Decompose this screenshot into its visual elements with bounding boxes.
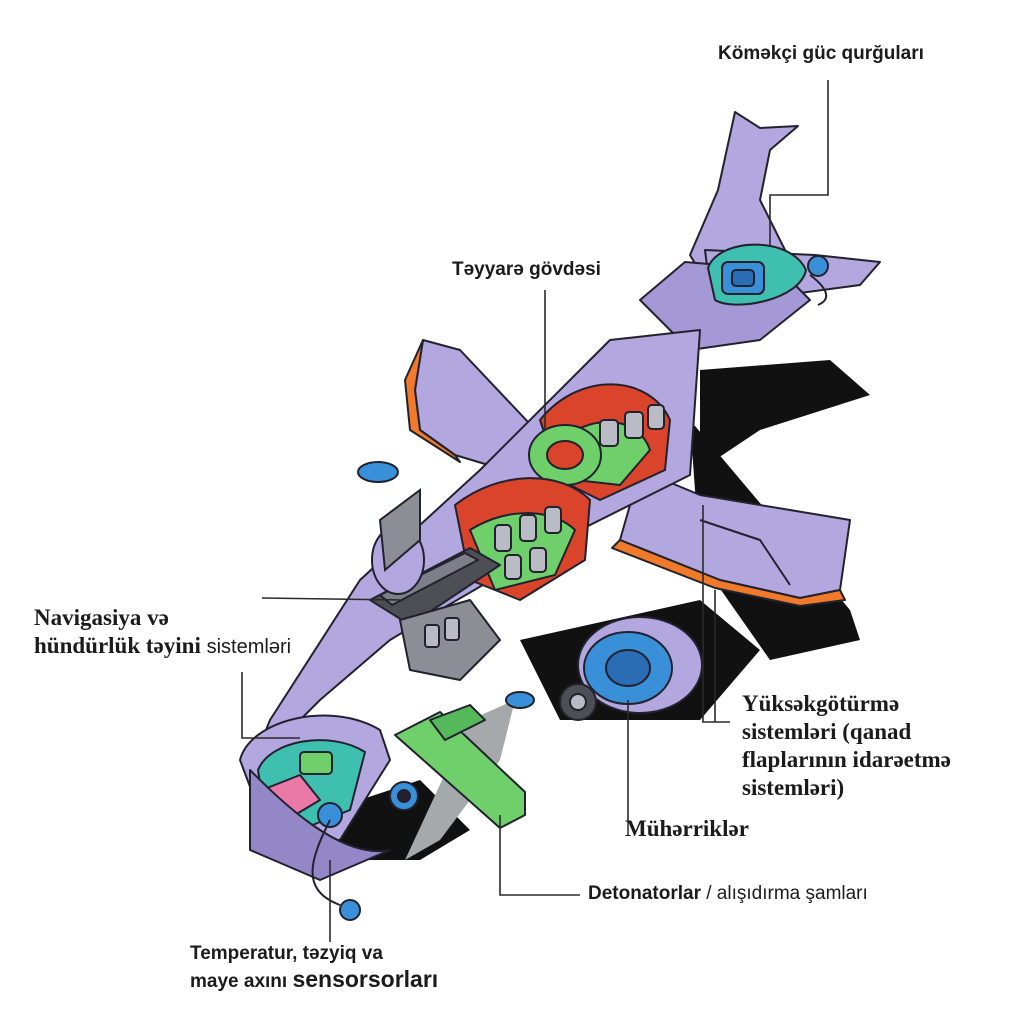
label-lift-line3: flaplarının idarəetmə — [742, 747, 951, 773]
leader-lift — [702, 505, 730, 723]
label-navigation: Navigasiya və hündürlük təyini sistemlər… — [34, 604, 291, 660]
label-detonators-b: / alışıdırma şamları — [706, 883, 868, 904]
label-detonators: Detonatorlar / alışıdırma şamları — [588, 882, 868, 905]
label-sensors: Temperatur, təzyiq va maye axını sensors… — [190, 942, 438, 993]
label-fuselage: Təyyarə gövdəsi — [452, 259, 601, 280]
label-navigation-line1: Navigasiya və — [34, 605, 169, 630]
label-navigation-line2-b: sistemləri — [206, 636, 292, 659]
leader-navigation-2 — [241, 672, 300, 739]
leader-detonators — [499, 815, 580, 896]
label-navigation-line2: hündürlük təyini sistemləri — [34, 632, 291, 660]
label-sensors-line2: maye axını sensorsorları — [190, 965, 438, 993]
leader-navigation — [261, 597, 401, 601]
label-sensors-line2-b: sensorsorları — [292, 966, 439, 993]
label-navigation-line2-a: hündürlük təyini — [34, 633, 201, 659]
detonator-panel — [394, 691, 535, 829]
leader-apu — [769, 80, 829, 245]
engine-right — [559, 616, 703, 721]
label-engines: Mühərriklər — [625, 816, 749, 841]
engine-left — [357, 461, 425, 595]
right-wing — [611, 469, 851, 607]
fuselage — [239, 329, 701, 881]
label-lift-line2: sistemləri (qanad — [742, 719, 912, 745]
label-lift-line4: sistemləri) — [742, 775, 845, 801]
tail-section — [639, 111, 881, 351]
label-sensors-line1: Temperatur, təzyiq va — [190, 943, 383, 964]
label-lift-systems: Yüksəkgötürmə sistemləri (qanad flapları… — [742, 690, 951, 802]
sensor-cable — [311, 781, 419, 921]
label-detonators-a: Detonatorlar — [588, 883, 701, 904]
label-sensors-line2-a: maye axını — [190, 971, 288, 993]
label-apu: Köməkçi güc qurğuları — [718, 43, 924, 64]
label-lift-line1: Yüksəkgötürmə — [742, 691, 900, 716]
